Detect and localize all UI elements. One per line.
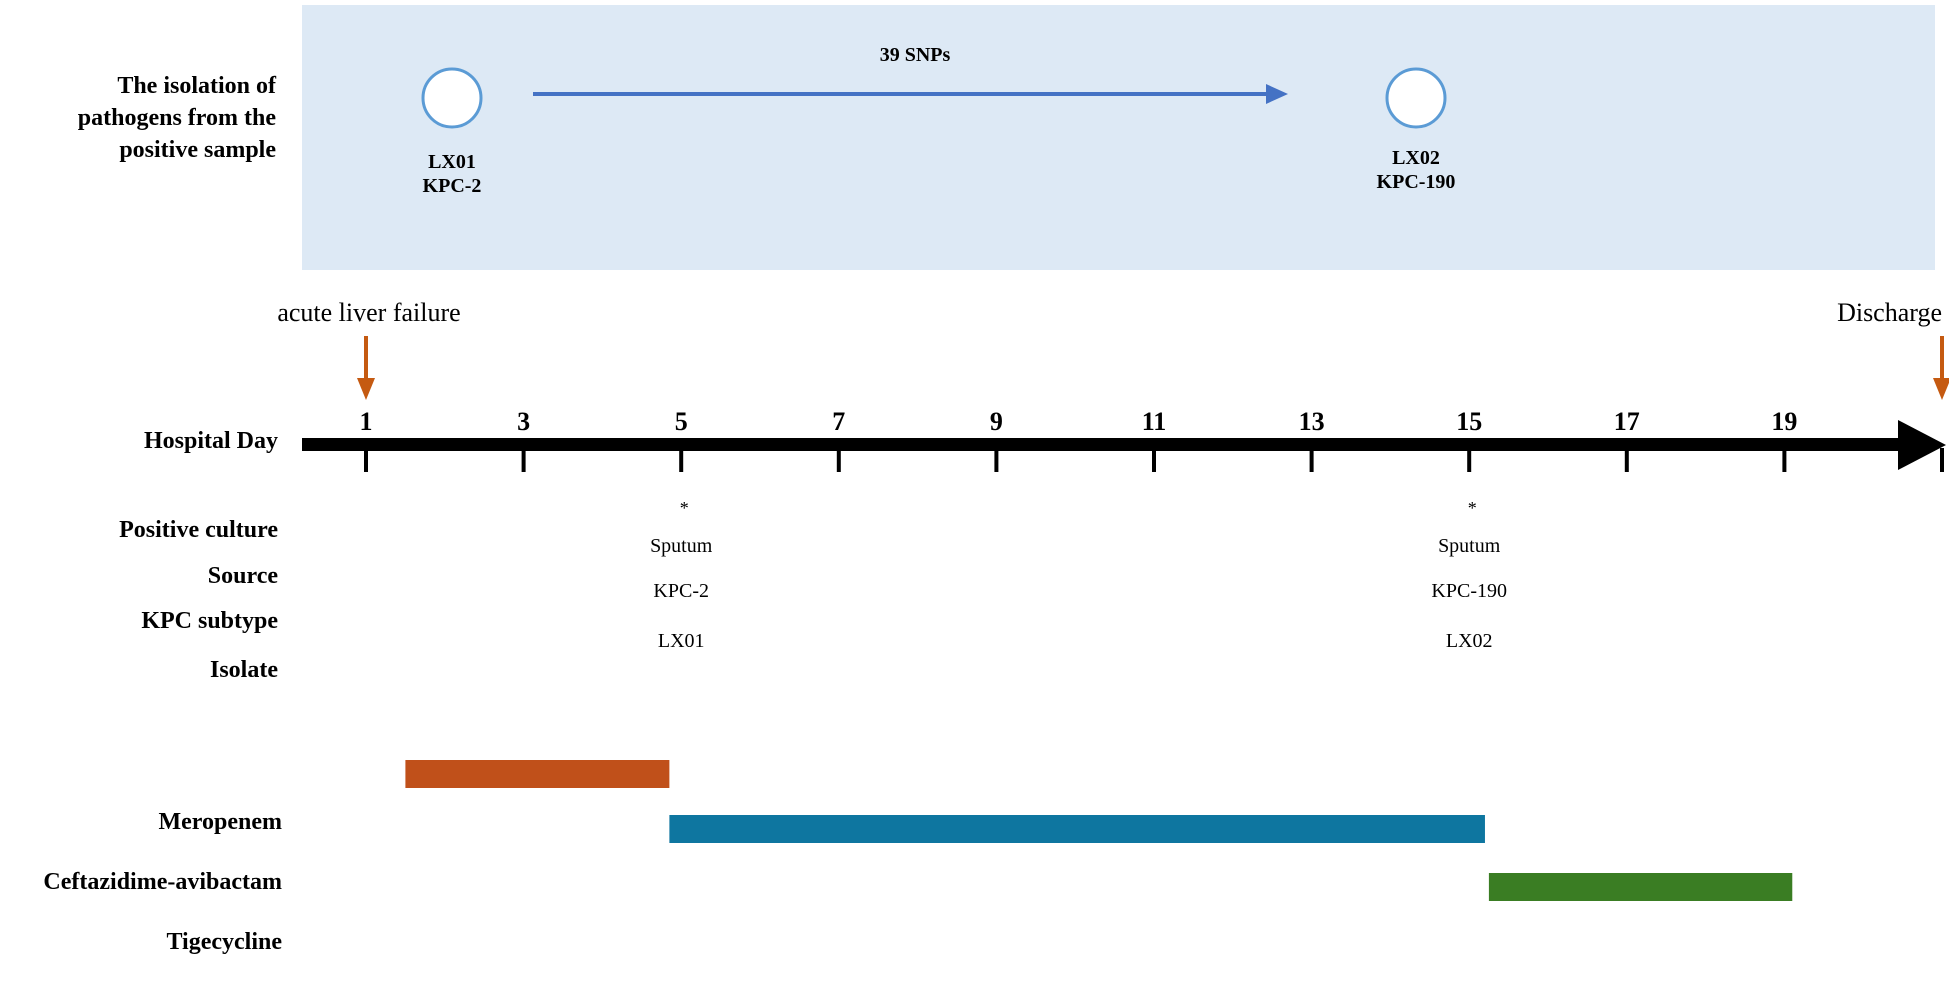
isolate-label: Isolate <box>210 657 278 683</box>
timeline-tick-label-3: 3 <box>517 407 530 436</box>
culture-isolate-lx02: LX02 <box>1446 630 1493 652</box>
isolation-label-line-1: The isolation of <box>117 73 276 99</box>
isolation-label-line-2: pathogens from the <box>77 105 276 131</box>
timeline-tick-label-19: 19 <box>1771 407 1797 436</box>
hospital-day-label: Hospital Day <box>143 428 278 454</box>
kpc-subtype-label: KPC subtype <box>141 608 278 634</box>
culture-kpc-lx02: KPC-190 <box>1431 580 1507 602</box>
treatment-label-tigecycline: Tigecycline <box>166 929 282 955</box>
culture-source-lx01: Sputum <box>650 535 713 557</box>
timeline-tick-label-17: 17 <box>1614 407 1640 436</box>
timeline-tick-label-9: 9 <box>990 407 1003 436</box>
isolate-circle-lx02 <box>1385 67 1447 129</box>
source-label: Source <box>207 563 278 589</box>
timeline-arrowhead <box>1898 420 1946 470</box>
isolate-kpc-lx01: KPC-2 <box>423 175 482 197</box>
timeline-tick-label-15: 15 <box>1456 407 1482 436</box>
event-arrowhead-discharge <box>1933 378 1949 400</box>
timeline-tick-label-13: 13 <box>1299 407 1325 436</box>
culture-isolate-lx01: LX01 <box>658 630 705 652</box>
timeline-tick-label-7: 7 <box>832 407 845 436</box>
isolation-panel <box>302 5 1935 270</box>
event-label-discharge: Discharge <box>1837 298 1942 327</box>
treatment-label-meropenem: Meropenem <box>158 809 282 835</box>
timeline-axis <box>302 438 1902 451</box>
treatment-bar-first <box>405 760 670 788</box>
positive-culture-label: Positive culture <box>119 517 278 543</box>
snp-count-label: 39 SNPs <box>880 44 951 66</box>
isolate-circle-lx01 <box>421 67 483 129</box>
timeline-tick-label-5: 5 <box>675 407 688 436</box>
culture-source-lx02: Sputum <box>1438 535 1501 557</box>
treatment-label-ceftazidime-avibactam: Ceftazidime-avibactam <box>43 869 282 895</box>
timeline-tick-label-11: 11 <box>1142 407 1167 436</box>
treatment-bar-second <box>669 815 1485 843</box>
isolate-name-lx02: LX02 <box>1392 147 1440 169</box>
isolation-row-label: The isolation of pathogens from the posi… <box>20 70 276 166</box>
culture-kpc-lx01: KPC-2 <box>653 580 709 602</box>
event-arrowhead-acute-liver-failure <box>357 378 375 400</box>
culture-marker-lx02: * <box>1468 498 1477 518</box>
isolation-label-line-3: positive sample <box>119 137 276 163</box>
timeline-tick-label-1: 1 <box>360 407 373 436</box>
isolate-kpc-lx02: KPC-190 <box>1377 171 1456 193</box>
event-label-acute-liver-failure: acute liver failure <box>277 298 460 327</box>
isolate-name-lx01: LX01 <box>428 151 476 173</box>
treatment-bar-third <box>1488 873 1793 901</box>
snp-arrowhead <box>1266 84 1288 104</box>
culture-marker-lx01: * <box>680 498 689 518</box>
